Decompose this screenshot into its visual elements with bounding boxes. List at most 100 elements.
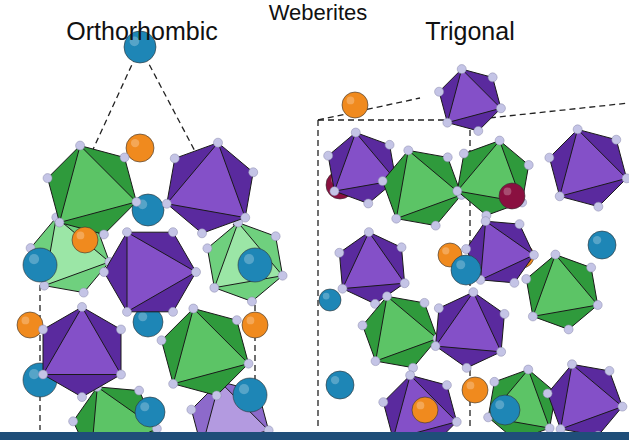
octahedron-face bbox=[127, 232, 196, 312]
anion-dot bbox=[385, 140, 394, 149]
sphere-shine bbox=[29, 369, 39, 379]
octahedron-face bbox=[43, 307, 121, 375]
anion-dot bbox=[249, 168, 258, 177]
cation-sphere bbox=[499, 183, 525, 209]
sphere-shine bbox=[131, 139, 139, 147]
cation-sphere bbox=[326, 371, 354, 399]
anion-dot bbox=[400, 279, 409, 288]
anion-dot bbox=[378, 177, 387, 186]
anion-dot bbox=[358, 321, 367, 330]
anion-dot bbox=[135, 386, 144, 395]
anion-dot bbox=[452, 417, 461, 426]
sphere-shine bbox=[417, 402, 425, 410]
sphere-shine bbox=[323, 293, 330, 300]
sphere-shine bbox=[244, 254, 254, 264]
anion-dot bbox=[431, 342, 440, 351]
cation-sphere bbox=[23, 248, 57, 282]
anion-dot bbox=[392, 214, 401, 223]
cation-sphere bbox=[132, 194, 164, 226]
anion-dot bbox=[78, 393, 87, 402]
anion-dot bbox=[210, 283, 219, 292]
unit-cell-lines bbox=[40, 47, 629, 430]
sphere-shine bbox=[495, 400, 504, 409]
octahedron-face bbox=[167, 143, 245, 218]
anion-dot bbox=[515, 220, 524, 229]
anion-dot bbox=[522, 275, 531, 284]
cation-sphere bbox=[412, 397, 438, 423]
anion-dot bbox=[189, 304, 198, 313]
anion-dot bbox=[324, 151, 333, 160]
anion-dot bbox=[116, 370, 125, 379]
anion-dot bbox=[497, 347, 506, 356]
anion-dot bbox=[39, 370, 48, 379]
anion-dot bbox=[79, 288, 88, 297]
octahedron-face bbox=[481, 221, 534, 280]
anion-dot bbox=[434, 304, 443, 313]
octahedron bbox=[457, 141, 528, 216]
anion-dot bbox=[241, 213, 250, 222]
cation-sphere bbox=[588, 231, 616, 259]
anion-dot bbox=[529, 250, 538, 259]
anion-dot bbox=[116, 325, 125, 334]
cation-sphere bbox=[126, 134, 154, 162]
sphere-shine bbox=[140, 402, 149, 411]
octahedron bbox=[383, 150, 462, 225]
octahedron bbox=[439, 69, 501, 131]
anion-dot bbox=[490, 377, 499, 386]
anion-dot bbox=[247, 297, 256, 306]
anion-dot bbox=[481, 217, 490, 226]
anion-dot bbox=[555, 192, 564, 201]
sphere-shine bbox=[239, 384, 249, 394]
octahedron-face bbox=[561, 364, 623, 429]
anion-dot bbox=[573, 125, 582, 134]
cell-edge bbox=[39, 265, 40, 430]
anion-dot bbox=[78, 303, 87, 312]
anion-dot bbox=[338, 284, 347, 293]
anion-dot bbox=[76, 141, 85, 150]
anion-dot bbox=[605, 366, 614, 375]
octahedron bbox=[48, 146, 137, 235]
anion-dot bbox=[622, 174, 629, 183]
anion-dot bbox=[39, 325, 48, 334]
anion-dot bbox=[120, 153, 129, 162]
octahedron bbox=[339, 232, 404, 304]
anion-dot bbox=[397, 243, 406, 252]
anion-dot bbox=[551, 250, 560, 259]
sphere-shine bbox=[442, 247, 449, 254]
cell-edge bbox=[317, 120, 318, 430]
octahedron-face bbox=[343, 232, 405, 289]
anion-dot bbox=[442, 381, 451, 390]
cation-sphere bbox=[72, 227, 98, 253]
structure-label: Orthorhombic bbox=[66, 18, 217, 46]
bottom-bar bbox=[0, 432, 629, 440]
cation-sphere bbox=[17, 312, 43, 338]
anion-dot bbox=[169, 228, 178, 237]
anion-dot bbox=[568, 360, 577, 369]
anion-dot bbox=[335, 248, 344, 257]
octahedron bbox=[104, 232, 196, 312]
sphere-shine bbox=[467, 382, 475, 390]
octahedron-face bbox=[447, 69, 501, 123]
anion-dot bbox=[500, 309, 509, 318]
anion-dot bbox=[420, 298, 429, 307]
structure-label: Trigonal bbox=[425, 18, 514, 46]
anion-dot bbox=[457, 65, 466, 74]
anion-dot bbox=[543, 389, 552, 398]
anion-dot bbox=[495, 136, 504, 145]
cation-sphere bbox=[462, 377, 488, 403]
anion-dot bbox=[170, 154, 179, 163]
anion-dot bbox=[192, 268, 201, 277]
anion-dot bbox=[379, 398, 388, 407]
anion-dot bbox=[198, 229, 207, 238]
anion-dot bbox=[162, 199, 171, 208]
anion-dot bbox=[618, 402, 627, 411]
octahedron-face bbox=[436, 292, 502, 352]
octahedron bbox=[328, 133, 396, 204]
anion-dot bbox=[524, 161, 533, 170]
cation-sphere bbox=[319, 289, 341, 311]
anion-dot bbox=[371, 357, 380, 366]
anion-dot bbox=[564, 325, 573, 334]
octahedron-face bbox=[488, 370, 549, 429]
anion-dot bbox=[278, 271, 287, 280]
figure-title: Weberites bbox=[269, 1, 368, 25]
